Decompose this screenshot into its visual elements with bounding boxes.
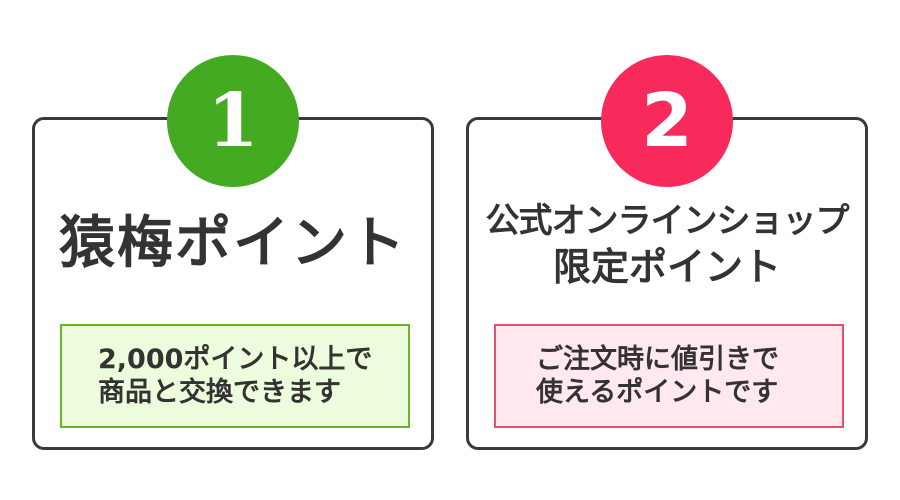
card-title: 猿梅ポイント: [59, 211, 407, 276]
note-line-1: 2,000ポイント以上で: [98, 344, 373, 375]
note-line-1: ご注文時に値引きで: [536, 344, 779, 375]
note-line-2: 商品と交換できます: [98, 377, 341, 408]
card-title: 公式オンラインショップ 限定ポイント: [469, 198, 865, 290]
card-note: ご注文時に値引きで 使えるポイントです: [494, 324, 844, 428]
number-badge-1: 1: [167, 55, 299, 187]
badge-number: 1: [207, 78, 259, 164]
saume-points-card: 1 猿梅ポイント 2,000ポイント以上で 商品と交換できます: [32, 55, 434, 450]
card-note: 2,000ポイント以上で 商品と交換できます: [60, 324, 410, 428]
number-badge-2: 2: [601, 55, 733, 187]
online-shop-points-card: 2 公式オンラインショップ 限定ポイント ご注文時に値引きで 使えるポイントです: [466, 55, 868, 450]
note-line-2: 使えるポイントです: [536, 377, 779, 408]
card-title-line-1: 公式オンラインショップ: [485, 201, 850, 241]
badge-number: 2: [641, 78, 693, 164]
card-title-line-2: 限定ポイント: [552, 245, 781, 289]
